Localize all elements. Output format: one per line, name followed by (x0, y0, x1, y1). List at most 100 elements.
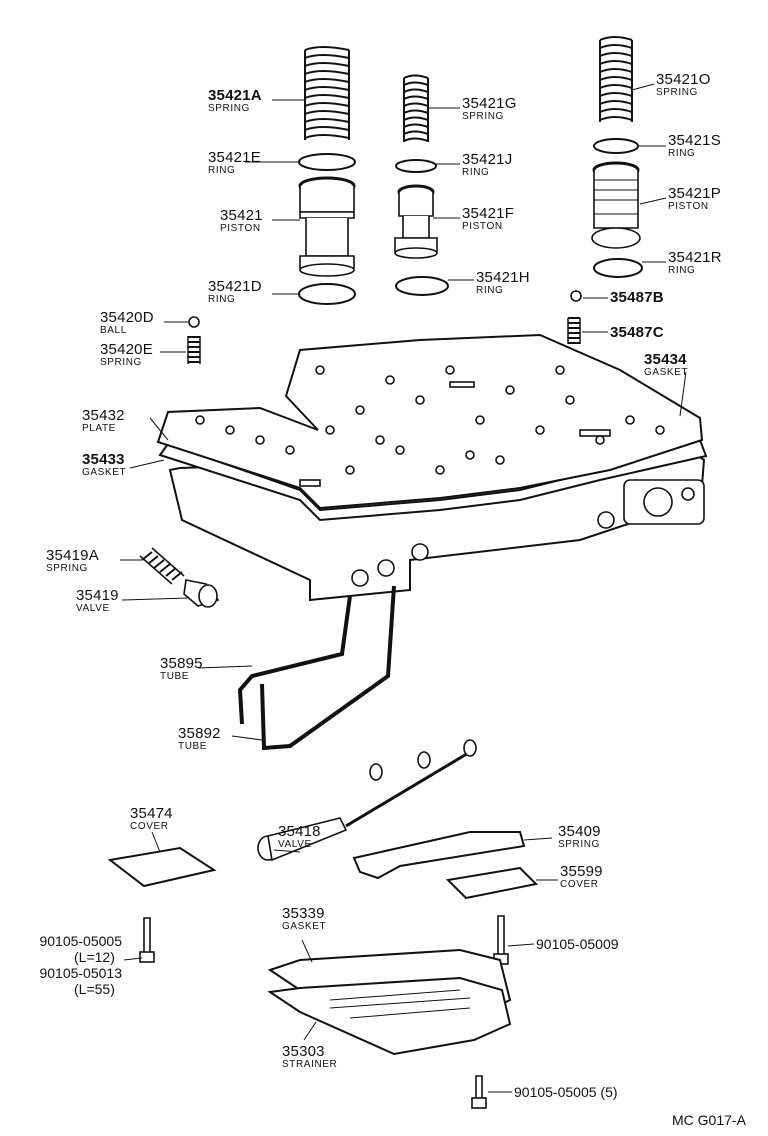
spring-35420e (187, 336, 201, 364)
piston-35421p (591, 161, 641, 249)
spring-35409 (352, 831, 526, 880)
part-number: 35421D (208, 278, 262, 295)
part-name: BALL (100, 325, 127, 336)
callout-35303: 35303 STRAINER (282, 1044, 337, 1070)
part-number: 35421E (208, 149, 261, 166)
part-number: 35421 (220, 207, 263, 224)
diagram-code: MC G017-A (672, 1112, 746, 1128)
part-number: 35895 (160, 655, 203, 672)
plate-holes (195, 365, 665, 487)
part-name: RING (462, 167, 490, 178)
bolt-code: 90105-05005 (39, 933, 122, 949)
ball-35420d (188, 316, 200, 328)
valve-35418 (257, 739, 477, 862)
part-number: 35339 (282, 905, 325, 922)
part-name: RING (208, 294, 236, 305)
tube-35895 (237, 595, 352, 725)
spring-35419a (139, 547, 185, 585)
part-number: 35420D (100, 309, 154, 326)
piston-35421 (298, 176, 356, 277)
callout-35421e: 35421E RING (208, 150, 261, 176)
callout-35421g: 35421G SPRING (462, 96, 517, 122)
part-name: GASKET (644, 367, 689, 378)
callout-35421: 35421 PISTON (220, 208, 263, 234)
part-number: 35421O (656, 71, 711, 88)
callout-35474: 35474 COVER (130, 806, 173, 832)
callout-35419a: 35419A SPRING (46, 548, 99, 574)
bolt-code: 90105-05009 (536, 936, 619, 952)
leader-lines (120, 83, 687, 1093)
callout-35420e: 35420E SPRING (100, 342, 153, 368)
part-name: STRAINER (282, 1059, 338, 1070)
part-number: 35487C (610, 324, 664, 341)
part-number: 35474 (130, 805, 173, 822)
spring-35421a (304, 46, 350, 140)
callout-35421h: 35421H RING (476, 270, 530, 296)
callout-35421f: 35421F PISTON (462, 206, 514, 232)
part-number: 35418 (278, 823, 321, 840)
part-name: VALVE (76, 603, 110, 614)
part-name: GASKET (282, 921, 327, 932)
part-name: PLATE (82, 423, 116, 434)
ring-35421e (298, 153, 356, 171)
bolt-code: 90105-05013 (39, 965, 122, 981)
part-number: 35421H (476, 269, 530, 286)
part-number: 35421J (462, 151, 513, 168)
part-number: 35421F (462, 205, 515, 222)
part-number: 35421G (462, 95, 517, 112)
part-name: SPRING (462, 111, 504, 122)
part-name: VALVE (278, 839, 312, 850)
ball-35487b (570, 290, 582, 302)
part-name: RING (668, 265, 696, 276)
callout-35418: 35418 VALVE (278, 824, 321, 850)
callout-35434: 35434 GASKET (644, 352, 688, 378)
bolt-bottom (471, 1075, 487, 1109)
part-name: RING (476, 285, 504, 296)
plate-35432-shape (156, 333, 704, 510)
callout-35433: 35433 GASKET (82, 452, 126, 478)
strainer-mesh (329, 989, 471, 1019)
callout-35487c: 35487C (610, 325, 664, 340)
bolt-label-bottom: 90105-05005 (5) (514, 1085, 618, 1099)
spring-35421o (599, 36, 633, 122)
ring-35421r (593, 258, 643, 278)
part-number: 35420E (100, 341, 153, 358)
ring-35421j (395, 159, 437, 173)
callout-35421j: 35421J RING (462, 152, 512, 178)
part-name: SPRING (656, 87, 698, 98)
part-number: 35434 (644, 351, 687, 368)
part-name: TUBE (178, 741, 208, 752)
part-number: 35303 (282, 1043, 325, 1060)
bolt-length: (L=12) (74, 949, 115, 965)
bolt-length: (L=55) (74, 981, 115, 997)
callout-35895: 35895 TUBE (160, 656, 203, 682)
part-name: PISTON (668, 201, 709, 212)
callout-35421a: 35421A SPRING (208, 88, 262, 114)
bolt-left (139, 917, 155, 963)
part-number: 35432 (82, 407, 125, 424)
part-number: 35421A (208, 87, 262, 104)
part-number: 35421S (668, 132, 721, 149)
part-name: SPRING (46, 563, 88, 574)
part-name: SPRING (208, 103, 250, 114)
callout-35420d: 35420D BALL (100, 310, 154, 336)
part-number: 35599 (560, 863, 603, 880)
part-name: COVER (560, 879, 599, 890)
part-number: 35487B (610, 289, 664, 306)
bolt-label-right: 90105-05009 (536, 937, 619, 951)
part-number: 35409 (558, 823, 601, 840)
part-name: RING (668, 148, 696, 159)
bolt-code: 90105-05005 (5) (514, 1084, 618, 1100)
ring-35421s (593, 138, 639, 154)
part-name: GASKET (82, 467, 127, 478)
piston-35421f (394, 184, 438, 259)
part-number: 35421R (668, 249, 722, 266)
callout-35487b: 35487B (610, 290, 664, 305)
cover-35474 (107, 846, 217, 888)
part-name: SPRING (558, 839, 600, 850)
spring-35487c (567, 317, 581, 344)
callout-35419: 35419 VALVE (76, 588, 119, 614)
part-number: 35892 (178, 725, 221, 742)
